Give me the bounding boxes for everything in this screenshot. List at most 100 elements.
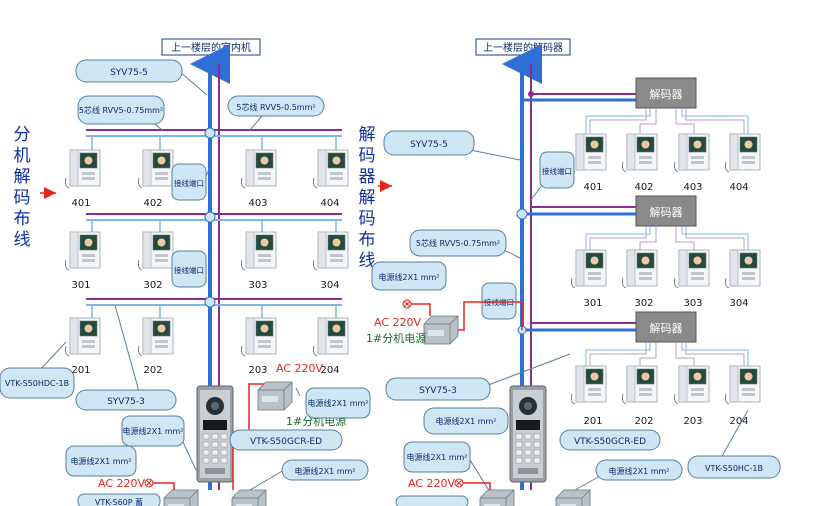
right-side-text: 码 (359, 146, 376, 166)
callout-junction (171, 163, 207, 201)
right-power-label-2: AC 220V (408, 477, 456, 490)
svg-text:解码器: 解码器 (650, 87, 683, 101)
callout-syv-top (383, 130, 475, 156)
callout-syv-top (75, 59, 183, 83)
svg-text:SYV75-5: SYV75-5 (410, 140, 448, 150)
right-top-label: 上一楼层的解码器 (483, 41, 563, 54)
unit-number: 304 (320, 280, 339, 291)
svg-text:VTK-S50GCR-ED: VTK-S50GCR-ED (574, 437, 646, 447)
unit-number: 302 (634, 298, 653, 309)
indoor-monitor (724, 365, 761, 405)
unit-number: 201 (583, 416, 602, 427)
unit-number: 403 (248, 198, 267, 209)
svg-text:解码器: 解码器 (650, 205, 683, 219)
svg-text:电源线2X1 mm²: 电源线2X1 mm² (407, 452, 468, 462)
unit-number: 404 (320, 198, 339, 209)
callout-door-station (229, 429, 343, 451)
unit-number: 303 (683, 298, 702, 309)
door-station (509, 385, 547, 483)
callout-power-cable (595, 459, 683, 481)
callout-power-cable (65, 445, 137, 477)
indoor-monitor (240, 231, 277, 271)
power-supply (479, 489, 515, 506)
callout-bottom-partial (77, 493, 161, 506)
callout-bottom-partial (395, 495, 469, 506)
unit-number: 204 (729, 416, 748, 427)
power-supply (163, 489, 199, 506)
unit-number: 303 (248, 280, 267, 291)
left-side-text: 分 (14, 125, 31, 145)
power-supply (231, 489, 267, 506)
callout-power-cable (121, 415, 185, 447)
indoor-monitor (570, 133, 607, 173)
left-power-label: AC 220V (276, 362, 324, 375)
right-side-text: 器 (359, 167, 376, 187)
callout-power-cable (403, 441, 471, 473)
svg-text:电源线2X1 mm²: 电源线2X1 mm² (308, 398, 369, 408)
indoor-monitor (312, 317, 349, 357)
svg-text:SYV75-5: SYV75-5 (110, 68, 148, 78)
callout-power-cable (423, 407, 509, 435)
left-power-label-2: AC 220V (98, 477, 146, 490)
svg-text:VTK-S50HDC-1B: VTK-S50HDC-1B (5, 379, 69, 388)
unit-number: 404 (729, 182, 748, 193)
callout-door-station (559, 429, 661, 451)
svg-text:接线端口: 接线端口 (174, 178, 204, 188)
unit-number: 202 (634, 416, 653, 427)
indoor-monitor (621, 249, 658, 289)
callout-indoor-model (0, 367, 75, 399)
indoor-monitor (64, 231, 101, 271)
indoor-monitor (621, 133, 658, 173)
svg-text:电源线2X1 mm²: 电源线2X1 mm² (379, 272, 440, 282)
indoor-monitor (240, 317, 277, 357)
unit-number: 201 (71, 365, 90, 376)
indoor-monitor (137, 149, 174, 189)
indoor-monitor (312, 231, 349, 271)
right-side-text: 布 (359, 230, 376, 250)
callout-rvv (409, 229, 507, 257)
svg-text:5芯线 RVV5-0.75mm²: 5芯线 RVV5-0.75mm² (416, 238, 500, 248)
callout-junction (481, 282, 517, 320)
indoor-monitor (724, 133, 761, 173)
right-side-text: 解 (359, 188, 376, 208)
right-side-text: 线 (359, 251, 376, 271)
svg-text:电源线2X1 mm²: 电源线2X1 mm² (609, 466, 670, 476)
svg-text:5芯线 RVV5-0.75mm²: 5芯线 RVV5-0.75mm² (79, 105, 163, 115)
indoor-monitor (64, 149, 101, 189)
right-power-label: AC 220V (374, 316, 422, 329)
indoor-monitor (673, 365, 710, 405)
callout-junction (539, 151, 575, 189)
unit-number: 304 (729, 298, 748, 309)
indoor-monitor (724, 249, 761, 289)
indoor-monitor (240, 149, 277, 189)
svg-text:电源线2X1 mm²: 电源线2X1 mm² (71, 456, 132, 466)
indoor-monitor (137, 317, 174, 357)
unit-number: 202 (143, 365, 162, 376)
callout-power-cable (305, 387, 371, 419)
svg-text:VTK-S60P 蓄: VTK-S60P 蓄 (95, 497, 143, 506)
left-side-text: 解 (14, 167, 31, 187)
callout-power-cable (371, 261, 447, 291)
decoder-box (635, 77, 697, 109)
callout-indoor-model (687, 455, 781, 479)
indoor-monitor (570, 365, 607, 405)
callout-rvv-a (77, 95, 165, 125)
unit-number: 204 (320, 365, 339, 376)
unit-number: 402 (634, 182, 653, 193)
svg-text:SYV75-3: SYV75-3 (419, 386, 457, 396)
indoor-monitor (137, 231, 174, 271)
indoor-monitor (673, 249, 710, 289)
right-diagram: 上一楼层的解码器 解码器 解码器 解码器 (359, 38, 781, 506)
left-side-text: 码 (14, 188, 31, 208)
unit-number: 302 (143, 280, 162, 291)
left-side-text: 线 (14, 230, 31, 250)
callout-power-cable (281, 459, 369, 481)
decoder-box (635, 311, 697, 343)
right-side-text: 码 (359, 209, 376, 229)
door-station (196, 385, 234, 483)
svg-text:接线端口: 接线端口 (542, 166, 572, 176)
left-side-text: 机 (14, 146, 31, 166)
indoor-monitor (621, 365, 658, 405)
svg-text:接线端口: 接线端口 (174, 265, 204, 275)
unit-number: 401 (583, 182, 602, 193)
